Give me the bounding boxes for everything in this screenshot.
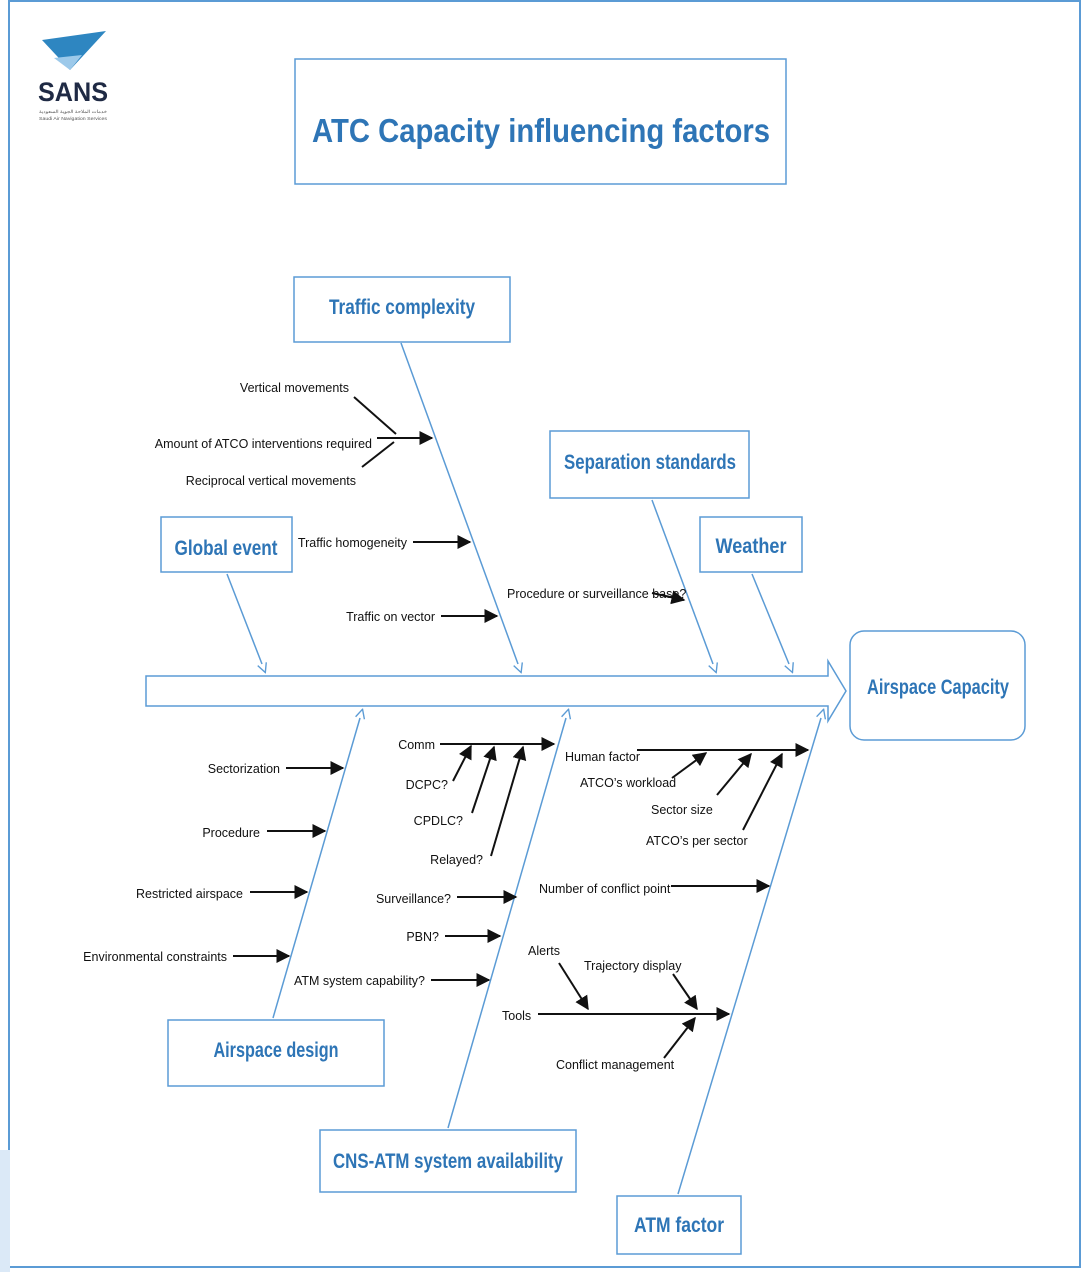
- category-cns-atm: CNS-ATM system availability: [333, 1150, 563, 1173]
- factor-trajectory-display: Trajectory display: [584, 959, 682, 973]
- spine-arrow: [145, 658, 847, 724]
- arrow-atcos-per-sector: [742, 752, 783, 831]
- page-border: [8, 0, 1081, 1268]
- factor-conflict-management: Conflict management: [556, 1058, 675, 1072]
- effect-box: [849, 630, 1026, 741]
- arrow-sector-size: [716, 752, 752, 796]
- factor-cpdlc: CPDLC?: [414, 814, 463, 828]
- factor-comm: Comm: [398, 738, 435, 752]
- arrow-procedure-or-surveillance: [651, 590, 686, 605]
- category-separation-standards: Separation standards: [564, 451, 736, 474]
- category-airspace-design: Airspace design: [214, 1039, 339, 1062]
- arrow-cpdlc: [471, 745, 497, 814]
- bone-airspace-design: [272, 718, 360, 1019]
- left-edge-tint: [0, 1150, 10, 1272]
- factor-atm-system-capability: ATM system capability?: [294, 974, 425, 988]
- logo-wing-mark: [42, 31, 106, 70]
- arrow-trajectory-display: [672, 973, 698, 1011]
- category-weather: Weather: [716, 535, 787, 558]
- factor-human-factor: Human factor: [565, 750, 640, 764]
- category-box-atm-factor: [616, 1195, 742, 1255]
- factor-procedure: Procedure: [202, 826, 260, 840]
- logo-tagline-arabic: خدمات الملاحة الجوية السعودية: [39, 109, 107, 115]
- logo-wordmark: SANS: [38, 77, 108, 107]
- arrow-alerts: [558, 962, 589, 1011]
- factor-conflict-points: Number of conflict point: [539, 882, 671, 896]
- factor-restricted-airspace: Restricted airspace: [136, 887, 243, 901]
- factor-vertical-movements: Vertical movements: [240, 381, 349, 395]
- factor-sectorization: Sectorization: [208, 762, 280, 776]
- bone-weather: [751, 573, 789, 664]
- title-box: [294, 58, 787, 185]
- category-box-airspace-design: [167, 1019, 385, 1087]
- category-atm-factor: ATM factor: [634, 1214, 724, 1237]
- factor-atcos-per-sector: ATCO’s per sector: [646, 834, 748, 848]
- factor-environmental-constraints: Environmental constraints: [83, 950, 227, 964]
- factor-sector-size: Sector size: [651, 803, 713, 817]
- factor-alerts: Alerts: [528, 944, 560, 958]
- factor-traffic-homogeneity: Traffic homogeneity: [298, 536, 408, 550]
- logo-wing-shadow: [54, 55, 82, 70]
- factor-relayed: Relayed?: [430, 853, 483, 867]
- arrow-vertical-movements: [353, 396, 397, 435]
- factor-pbn: PBN?: [406, 930, 439, 944]
- factor-procedure-or-surveillance: Procedure or surveillance base?: [507, 587, 686, 601]
- category-traffic-complexity: Traffic complexity: [329, 296, 475, 319]
- effect-label: Airspace Capacity: [867, 676, 1009, 699]
- arrow-relayed: [490, 745, 527, 857]
- arrow-dcpc: [452, 744, 472, 782]
- category-global-event: Global event: [175, 537, 278, 560]
- page-title: ATC Capacity influencing factors: [312, 112, 770, 149]
- bone-traffic-complexity: [400, 342, 518, 664]
- factor-atco-workload: ATCO’s workload: [580, 776, 676, 790]
- logo-tagline-english: Saudi Air Navigation Services: [39, 116, 108, 121]
- bone-separation-standards: [651, 499, 713, 664]
- arrow-atco-workload: [671, 752, 708, 779]
- category-box-weather: [699, 516, 803, 573]
- factor-atco-interventions: Amount of ATCO interventions required: [155, 437, 372, 451]
- sans-logo: SANS خدمات الملاحة الجوية السعودية Saudi…: [38, 31, 108, 121]
- category-box-traffic-complexity: [293, 276, 511, 343]
- arrow-conflict-management: [663, 1016, 696, 1059]
- category-box-cns-atm: [319, 1129, 577, 1193]
- factor-tools: Tools: [502, 1009, 531, 1023]
- bone-global-event: [226, 573, 262, 664]
- category-box-global-event: [160, 516, 293, 573]
- factor-traffic-on-vector: Traffic on vector: [346, 610, 435, 624]
- bone-cns-atm: [447, 718, 566, 1129]
- category-box-separation-standards: [549, 430, 750, 499]
- factor-surveillance: Surveillance?: [376, 892, 451, 906]
- bone-atm-factor: [677, 718, 821, 1195]
- factor-dcpc: DCPC?: [406, 778, 448, 792]
- arrow-reciprocal-vertical: [361, 441, 395, 468]
- factor-reciprocal-vertical: Reciprocal vertical movements: [186, 474, 356, 488]
